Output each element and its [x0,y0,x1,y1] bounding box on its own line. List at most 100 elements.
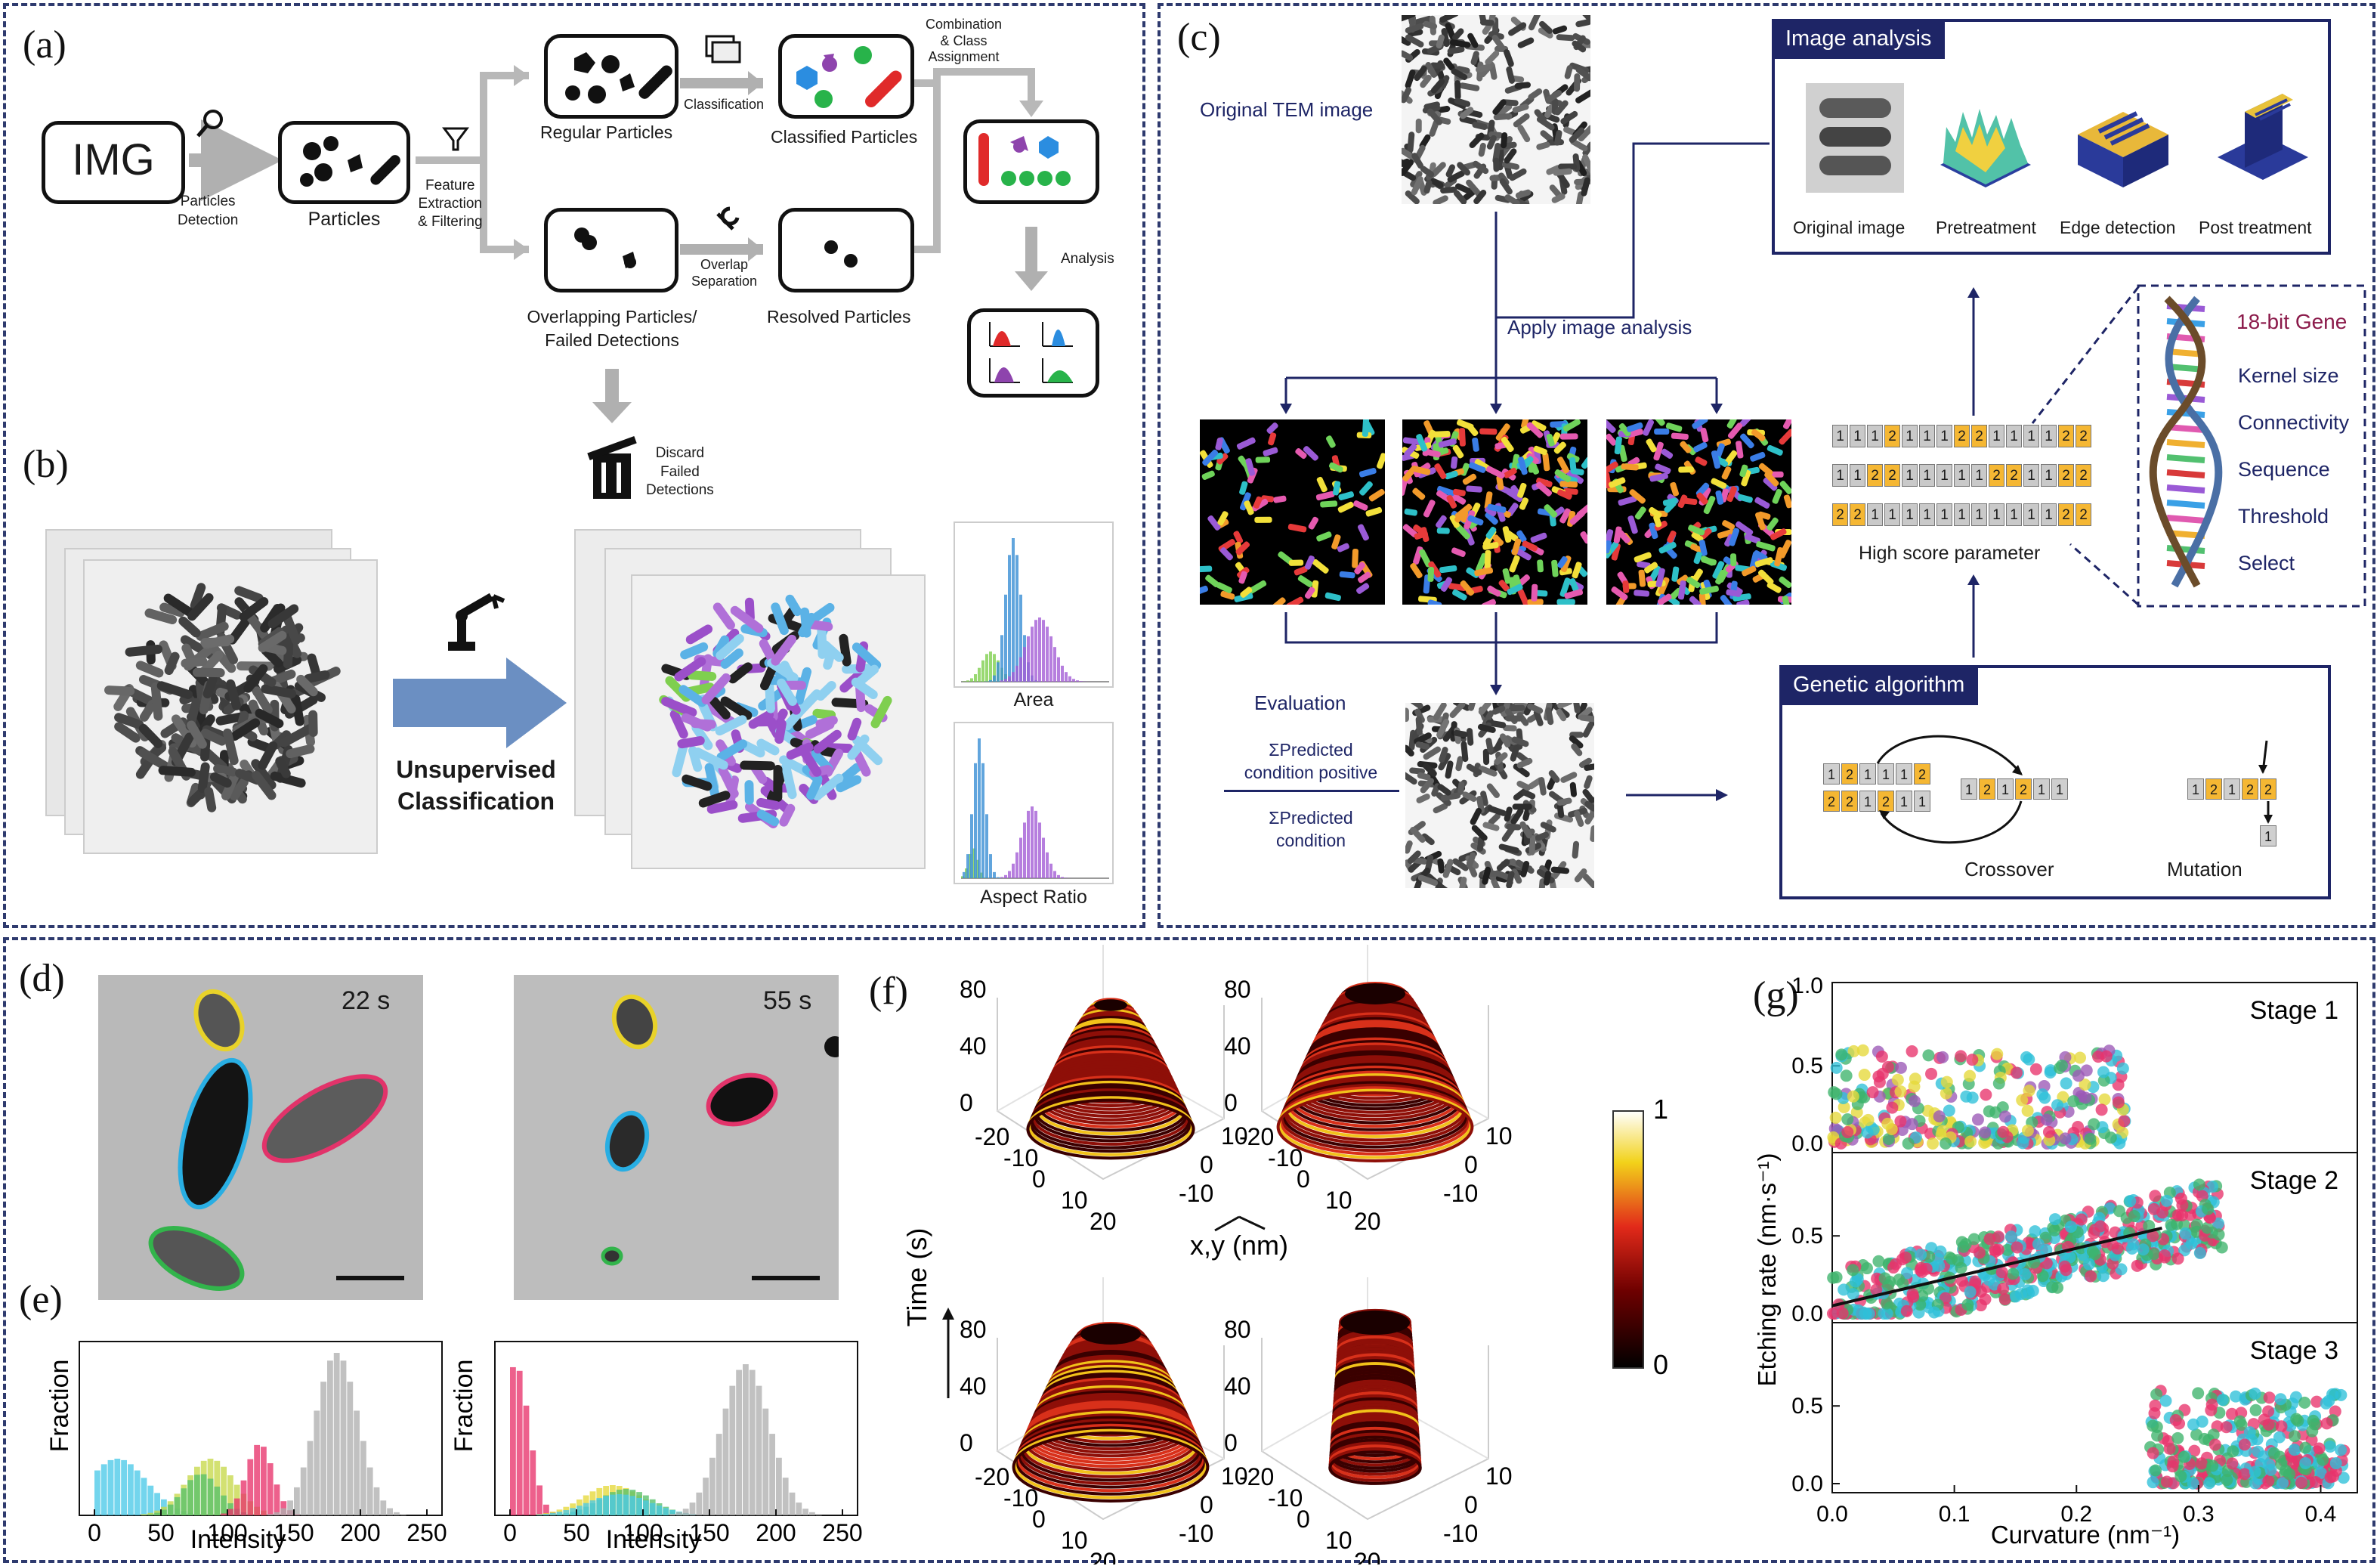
nanorod [1482,748,1490,766]
nanorod [1452,858,1469,871]
tem-rods-b [104,583,341,812]
segmented-rod [1402,478,1408,497]
nanorod [1439,15,1459,23]
nanorod [1478,703,1492,715]
nanorod [252,770,277,800]
g-point [2262,1405,2275,1418]
g-point [2174,1470,2187,1483]
nanorod [139,699,157,722]
segmented-rod [1485,526,1497,539]
label-f: (f) [869,970,908,1013]
intensity-bar [649,1503,656,1515]
nanorod [1528,88,1543,101]
nanorod [159,602,185,617]
segmented-rod [1754,557,1773,568]
segmented-rod [1606,540,1612,554]
g-point [2072,1120,2085,1133]
g-point [2167,1456,2180,1469]
segmented-rod [1735,521,1754,536]
nanorod [779,803,796,827]
g-point [2289,1430,2301,1443]
nanorod [856,664,879,686]
segmented-rod [1235,541,1250,556]
g-point [2196,1415,2208,1428]
nanorod [1445,760,1454,779]
e-tick-label: 50 [563,1519,590,1546]
segmented-rod [1449,515,1460,528]
segmented-rod [1531,420,1547,432]
f-contour [1328,1450,1422,1485]
segmented-rod [1356,583,1370,594]
intensity-bar [623,1494,629,1515]
segmented-rod [1690,543,1704,554]
hist-bar [963,871,966,878]
segmented-rod [1634,590,1650,597]
classification-text: Classification [684,97,765,112]
segmented-rod [1522,540,1538,552]
nanorod [1437,784,1451,796]
f-ytick: 0 [1200,1491,1213,1518]
nanorod [1455,183,1472,194]
hist-bar [1065,672,1068,682]
segmented-rod [1720,595,1734,605]
tem-image-b [83,559,378,854]
nanorod [1479,19,1494,26]
nanorod [1486,135,1497,150]
nanorod [196,621,229,641]
g-point [1849,1275,1862,1288]
f-contour [1026,1098,1195,1160]
segmented-rod [1757,569,1774,585]
nanorod [730,605,764,633]
nanorod [1454,80,1461,100]
segmented-rod [1676,574,1689,585]
nanorod [798,744,822,777]
segmented-rod [1569,510,1585,525]
segmented-rod [1556,456,1569,474]
hist-bar [978,667,981,682]
f-ztick: 40 [1224,1032,1251,1060]
segmented-rod [1245,458,1256,476]
f-xtick: -20 [975,1123,1009,1150]
hist-bar [963,681,966,682]
g-point [2010,1066,2023,1079]
intensity-bar [756,1385,762,1515]
g-point [1921,1104,1934,1117]
hist-bar [1072,679,1075,682]
nanorod [1482,866,1491,885]
segmented-rod [1517,482,1527,498]
segmented-rod [1726,419,1737,429]
g-point [2149,1399,2162,1412]
segmented-rod [1436,485,1455,497]
g-point [1933,1110,1946,1123]
gene-bit: 1 [1954,503,1970,526]
f-ztick: 40 [1224,1373,1251,1400]
g-point [2335,1444,2348,1456]
e-xlabel-right: Intensity [606,1525,702,1554]
nanorod [258,741,278,770]
nanorod [718,765,739,799]
intensity-bar [782,1478,789,1515]
g-point [1862,1113,1875,1126]
overlapping-icons [574,227,636,268]
g-point [1964,1135,1977,1148]
intensity-bar [366,1467,373,1515]
nanorod [1569,781,1577,797]
segmented-rod [1680,441,1692,453]
nanorod [1485,738,1494,754]
nanorod [181,657,208,668]
segmented-rod [1269,597,1286,605]
high-score-label: High score parameter [1859,543,2041,564]
gene-bit: 2 [2076,425,2091,447]
nanorod [1455,756,1464,772]
nanorod [716,633,744,661]
classified-particles-label: Classified Particles [771,127,918,147]
nanorod [1506,823,1522,831]
g-point [1882,1279,1895,1292]
g-point [2023,1085,2035,1097]
nanorod [1553,168,1572,176]
nanorod [1402,158,1411,168]
hist-bar [1008,555,1011,682]
nanorod [1575,67,1590,82]
segmented-rod [1368,488,1385,502]
